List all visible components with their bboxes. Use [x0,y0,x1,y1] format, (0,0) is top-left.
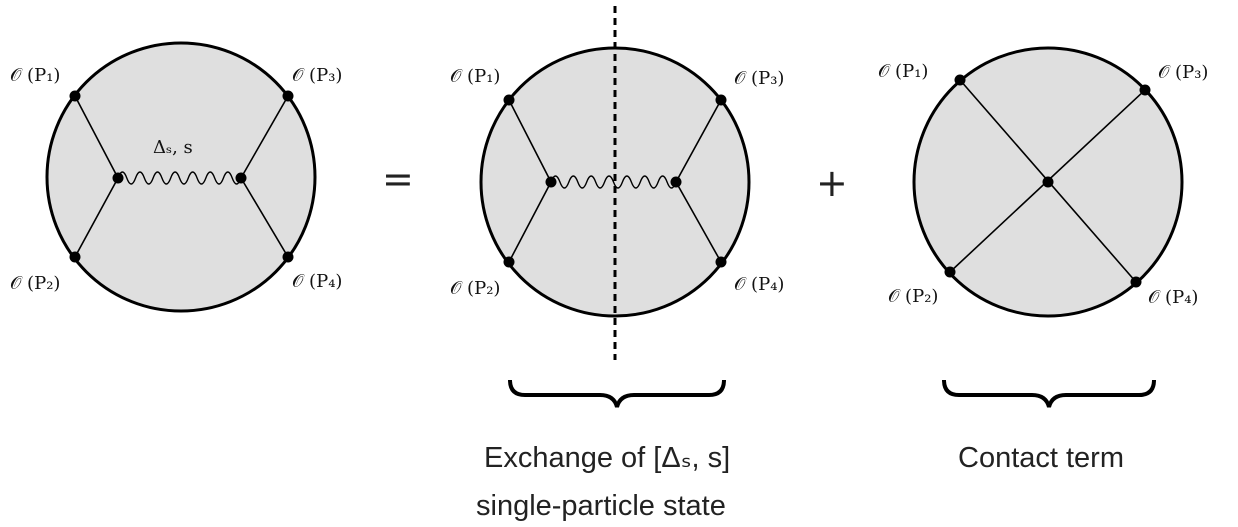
operator-label-p1: 𝒪 (P₁) [878,61,928,82]
exchange-diagram-left: 𝒪 (P₁) 𝒪 (P₂) 𝒪 (P₃) 𝒪 (P₄) Δₛ, s [10,41,342,313]
exchange-diagram-cut: 𝒪 (P₁) 𝒪 (P₂) 𝒪 (P₃) 𝒪 (P₄) Exchange of … [450,6,784,522]
operator-label-p2: 𝒪 (P₂) [450,278,500,299]
exchange-label: Δₛ, s [153,137,193,158]
boundary-point [954,74,966,86]
propagator-line [74,177,119,258]
propagator-line [508,99,552,183]
propagator-line [508,181,552,263]
operator-label-p2: 𝒪 (P₂) [10,273,60,294]
plus-sign: + [816,161,848,205]
bulk-vertex [545,176,557,188]
propagator-line [675,181,722,263]
operator-label-p3: 𝒪 (P₃) [1158,62,1208,83]
operator-label-p3: 𝒪 (P₃) [292,65,342,86]
operator-label-p1: 𝒪 (P₁) [10,65,60,86]
boundary-point [503,94,515,106]
boundary-point [282,90,294,102]
boundary-point [69,90,81,102]
propagator-line [240,177,289,258]
boundary-point [944,266,956,278]
operator-label-p4: 𝒪 (P₄) [1148,287,1198,308]
operator-label-p2: 𝒪 (P₂) [888,286,938,307]
contact-diagram: 𝒪 (P₁) 𝒪 (P₂) 𝒪 (P₃) 𝒪 (P₄) Contact term [878,46,1208,474]
contact-vertex [1042,176,1054,188]
boundary-point [503,256,515,268]
wavy-exchange-propagator [550,175,677,189]
equals-sign: = [382,157,414,201]
boundary-point [715,94,727,106]
boundary-point [1139,84,1151,96]
propagator-line [675,99,722,183]
contact-caption: Contact term [958,442,1124,474]
bulk-vertex [670,176,682,188]
boundary-point [1130,276,1142,288]
bulk-vertex [112,172,124,184]
propagator-line [74,95,119,179]
exchange-caption-line1: Exchange of [Δₛ, s] [484,442,730,474]
underbrace [942,379,1156,408]
boundary-point [715,256,727,268]
propagator-line [240,95,289,179]
boundary-point [69,251,81,263]
underbrace [508,379,726,408]
exchange-caption-line2: single-particle state [476,490,726,522]
wavy-exchange-propagator [117,171,242,185]
boundary-point [282,251,294,263]
boundary-disk [45,41,317,313]
operator-label-p1: 𝒪 (P₁) [450,66,500,87]
bulk-vertex [235,172,247,184]
operator-label-p3: 𝒪 (P₃) [734,68,784,89]
operator-label-p4: 𝒪 (P₄) [734,274,784,295]
operator-label-p4: 𝒪 (P₄) [292,271,342,292]
